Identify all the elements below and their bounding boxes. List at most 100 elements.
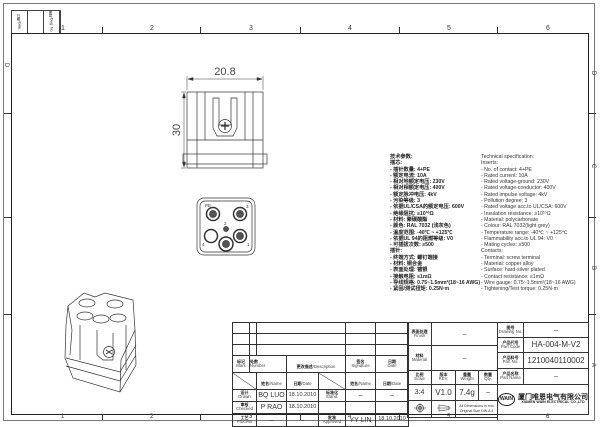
zone-tick: [589, 113, 596, 114]
checked-date: 18.10.2010: [286, 401, 319, 414]
zone-tick: [102, 27, 103, 33]
zone-number-bottom: 6: [546, 414, 550, 420]
dimension-lines: [181, 76, 264, 169]
spec-line: - 紧固/测试扭矩: 0.25N·m: [390, 286, 450, 293]
company-name-en: XIAMEN WAIN ELECTRICAL CO.,LTD: [521, 400, 585, 405]
spec-line: Contacts:: [481, 248, 503, 255]
diagonal-cell: [317, 372, 347, 390]
spec-line: - 污染等级: 3: [390, 198, 420, 205]
zone-number-bottom: 2: [150, 414, 154, 420]
spec-line: - 表面处理: 镀银: [390, 267, 428, 274]
pin-label: 1: [247, 242, 250, 247]
spec-line: - Tightening/Test torque: 0.25N·m: [481, 286, 558, 293]
material-value: –: [430, 345, 499, 371]
spec-line: - 依据UL 94的阻燃等级: V0: [390, 235, 454, 242]
drawing-no-value: –: [523, 322, 589, 338]
pin-label: 4: [202, 242, 205, 247]
spec-line: - Pollution degree: 3: [481, 198, 528, 205]
spec-line: - Rated impulse voltage: 4kV: [481, 191, 548, 198]
dwg-tab-date: 日期/Date: [12, 11, 28, 33]
spec-line: - 插针数量: 4+PE: [390, 166, 430, 173]
spec-line: - Wire gauge: 0.75~1.5mm²(18~16 AWG): [481, 279, 576, 286]
spec-line: - Insulation resistance: ≥10¹⁰Ω: [481, 210, 551, 217]
spec-line: - Temperature range: -40℃ ~ +125℃: [481, 229, 568, 236]
dimension-height: 30: [171, 124, 183, 136]
finish-value: –: [430, 322, 499, 346]
weight-value: 7.4g: [455, 384, 479, 401]
qty-value: –: [477, 384, 499, 401]
zone-number-top: 1: [61, 25, 65, 32]
drawn-name: BQ LUO: [256, 389, 287, 402]
stand-name: –: [345, 389, 377, 402]
taper-symbol-icon: [431, 400, 456, 418]
spec-line: 技术参数:: [390, 154, 413, 160]
name-header: 姓名/Name: [256, 372, 287, 390]
spec-line: - Surface: hard-silver plated: [481, 267, 545, 274]
zone-tick: [497, 415, 498, 420]
spec-line: - 材料: 铜合金: [390, 261, 423, 268]
diagonal-cell: [232, 372, 257, 390]
zone-number-top: 5: [447, 25, 451, 32]
zone-tick: [497, 27, 498, 33]
front-view: [182, 91, 268, 169]
spec-line: - Terminal: screw terminal: [481, 254, 540, 261]
zone-number-top: 2: [150, 25, 154, 32]
zone-number-top: 6: [546, 25, 550, 32]
spec-line: Technical specification:: [481, 154, 535, 160]
zone-tick: [200, 415, 201, 420]
spec-line: - 相对地额定电压: 230V: [390, 179, 445, 186]
spec-line: - 温度范围: -40℃ ~ +125℃: [390, 229, 453, 236]
drawn-date: 18.10.2010: [286, 389, 319, 402]
zone-tick: [4, 217, 11, 218]
pin-label: 2: [224, 221, 227, 226]
bottom-view: [196, 197, 256, 256]
part-name-value: –: [523, 368, 589, 385]
zone-number-top: 4: [348, 25, 352, 32]
name-header: 姓名/Name: [345, 372, 377, 390]
spec-line: - Colour: RAL 7032(light grey): [481, 223, 550, 230]
zone-number-bottom: 1: [61, 414, 65, 420]
description-header: 更改描述/Description: [285, 355, 347, 373]
spec-line: - 依据UL/CSA的额定电压: 600V: [390, 204, 465, 211]
spec-line: - Material: copper alloy: [481, 261, 534, 268]
spec-line: - 相对相额定电压: 400V: [390, 185, 445, 192]
spec-line: - 绝缘阻抗: ≥10¹⁰Ω: [390, 210, 434, 217]
spec-line: - 额定脉冲电压: 4kV: [390, 191, 437, 198]
revision-row: [232, 333, 410, 345]
spec-line: - Material: polycarbonate: [481, 216, 539, 223]
date-subheader: 日期/Date: [375, 372, 410, 390]
spec-line: - 材料: 聚碳酸酯: [390, 216, 428, 223]
pin-labels: PE 2 3 1 4: [202, 203, 250, 247]
zone-tick: [589, 314, 596, 315]
revision-row: [232, 344, 410, 356]
part-code-value: HA-004-M-V2: [523, 337, 589, 353]
dimension-width: 20.8: [214, 66, 235, 78]
company-logo: WAIN: [498, 393, 515, 406]
spec-list-english: Technical specification:Inserts:- No. of…: [481, 154, 576, 293]
revision-row: [232, 322, 410, 334]
spec-line: - No. of contact: 4+PE: [481, 166, 532, 173]
zone-tick: [589, 217, 596, 218]
spec-line: 插芯:: [390, 160, 403, 167]
spec-line: - Rated voltage acc.to UL/CSA: 600V: [481, 204, 567, 211]
zone-tick: [399, 27, 400, 33]
